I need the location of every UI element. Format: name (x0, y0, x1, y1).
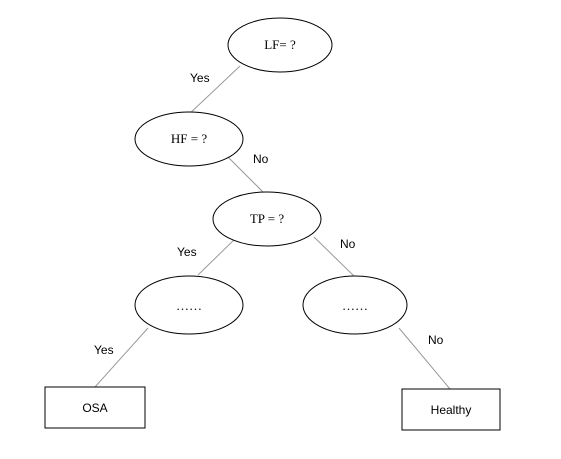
node-tp: TP = ? (212, 191, 322, 247)
edge-lf-hf (185, 65, 241, 118)
leaf-osa: OSA (44, 386, 146, 429)
edge-label-left-osa: Yes (94, 343, 114, 357)
node-hf-label: HF = ? (171, 131, 207, 146)
edge-label-tp-right: No (340, 237, 356, 251)
node-hf: HF = ? (134, 111, 244, 167)
node-right-unknown-label: …… (342, 298, 368, 313)
edge-tp-right (313, 236, 356, 278)
node-right-unknown: …… (302, 275, 408, 335)
node-left-unknown-label: …… (176, 298, 202, 313)
leaf-healthy: Healthy (401, 388, 501, 431)
edge-label-tp-left: Yes (177, 245, 197, 259)
node-lf: LF= ? (227, 17, 333, 73)
node-left-unknown: …… (134, 275, 244, 335)
leaf-healthy-label: Healthy (431, 403, 472, 417)
leaf-osa-label: OSA (82, 401, 107, 415)
edge-label-right-healthy: No (428, 333, 444, 347)
edge-right-healthy (398, 327, 451, 390)
edge-tp-left (197, 235, 239, 276)
edge-label-lf-hf: Yes (190, 71, 210, 85)
node-tp-label: TP = ? (250, 211, 285, 226)
node-lf-label: LF= ? (264, 37, 296, 52)
edge-label-hf-tp: No (253, 152, 269, 166)
edge-hf-tp (227, 156, 265, 194)
edge-left-osa (94, 327, 149, 388)
